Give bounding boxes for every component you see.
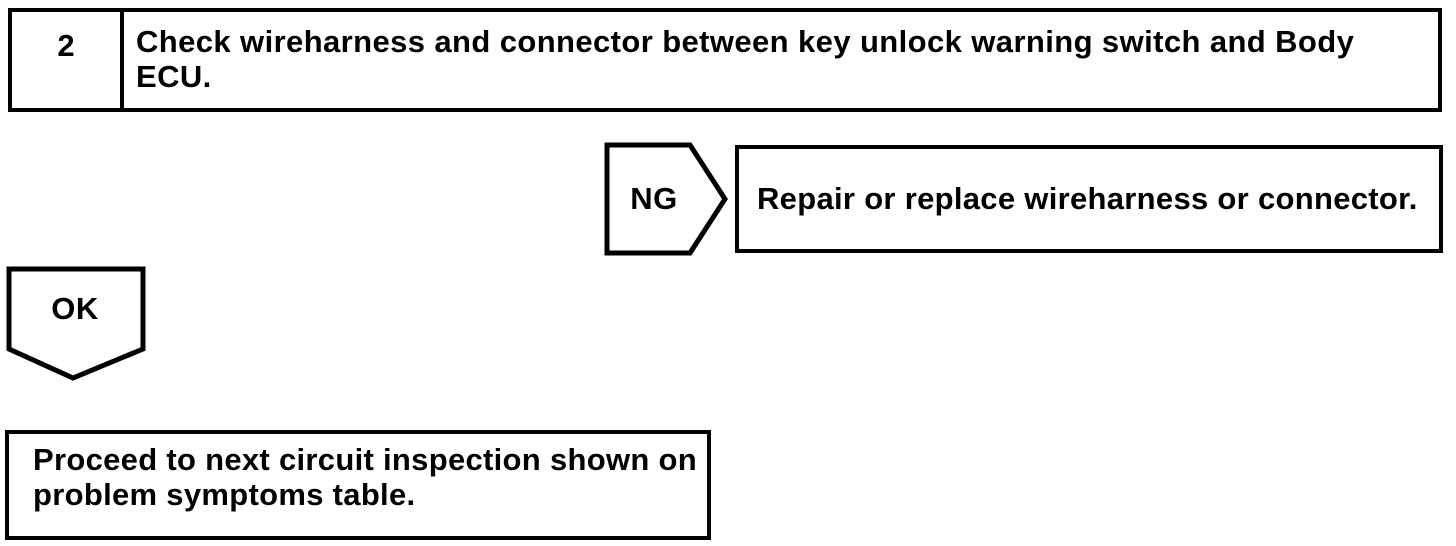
step-box: 2 Check wireharness and connector betwee… <box>8 8 1442 112</box>
ok-arrow-icon <box>6 266 146 381</box>
step-instruction: Check wireharness and connector between … <box>136 24 1355 94</box>
ng-action-box: Repair or replace wireharness or connect… <box>735 145 1443 253</box>
ok-connector-label: OK <box>51 291 99 326</box>
ok-action-box: Proceed to next circuit inspection shown… <box>5 430 711 540</box>
ok-action-text: Proceed to next circuit inspection shown… <box>33 442 697 512</box>
ng-arrow-icon <box>604 142 728 256</box>
ng-action-text: Repair or replace wireharness or connect… <box>757 181 1418 216</box>
step-number: 2 <box>12 12 124 108</box>
ng-connector-label: NG <box>630 181 678 216</box>
